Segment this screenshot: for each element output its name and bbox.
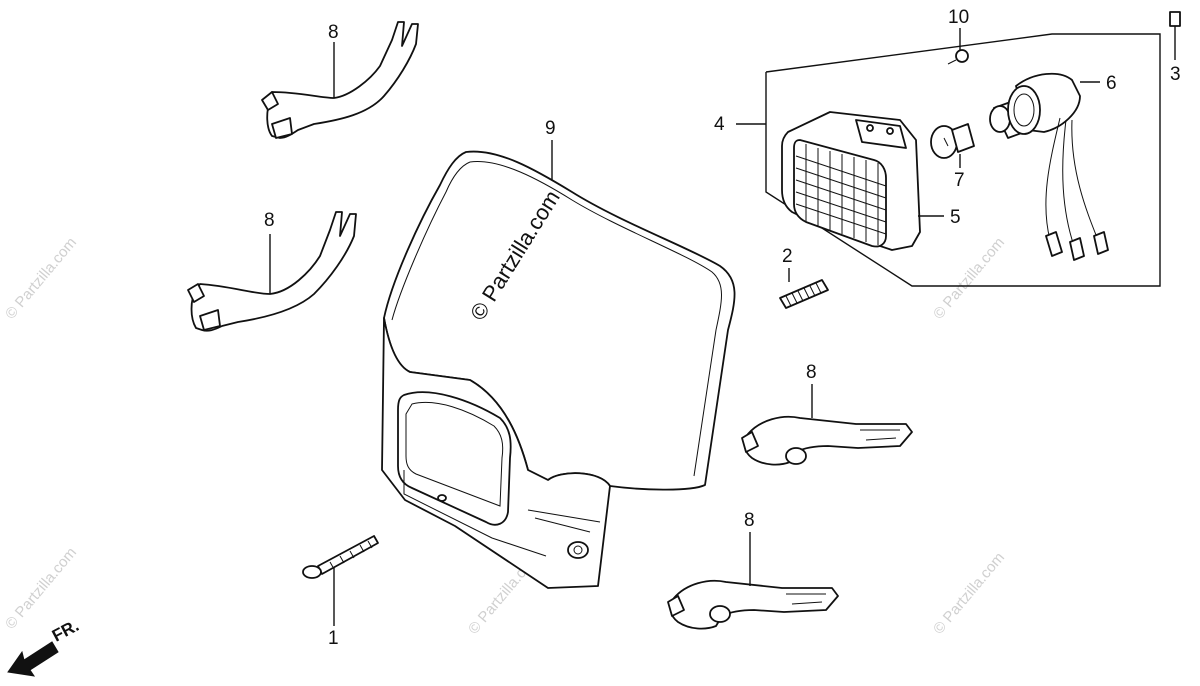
callout-8-top: 8: [328, 22, 339, 43]
strap-part-8d: [667, 579, 839, 630]
headlight-unit-part-5: [781, 111, 921, 251]
callout-8-left: 8: [264, 210, 275, 231]
faint-watermark-1: © Partzilla.com: [2, 234, 80, 322]
nut-part-3: [1169, 11, 1181, 27]
callout-8-bottom: 8: [744, 510, 755, 531]
spring-part-2: [779, 279, 829, 309]
assembly-box-outline: [765, 33, 1161, 287]
callout-3: 3: [1170, 64, 1181, 85]
lens-grid: [795, 144, 887, 245]
callout-7: 7: [954, 170, 965, 191]
bulb-part-7: [930, 123, 975, 159]
callout-5: 5: [950, 207, 961, 228]
strap-part-8b: [187, 211, 357, 332]
screw-part-10: [947, 49, 969, 65]
callout-10: 10: [948, 7, 969, 28]
callout-2: 2: [782, 246, 793, 267]
socket-part-6: [989, 72, 1109, 261]
callout-9: 9: [545, 118, 556, 139]
front-direction-label: FR.: [49, 616, 82, 646]
strap-part-8c: [741, 415, 913, 466]
callout-8-right: 8: [806, 362, 817, 383]
screw-part-1: [302, 535, 379, 579]
callout-1: 1: [328, 628, 339, 649]
strap-part-8a: [261, 21, 419, 139]
front-arrow-icon: [7, 641, 59, 677]
headlight-cover: [381, 150, 736, 589]
callout-4: 4: [714, 114, 725, 135]
faint-watermark-5: © Partzilla.com: [930, 549, 1008, 637]
faint-watermark-4: © Partzilla.com: [930, 234, 1008, 322]
callout-6: 6: [1106, 73, 1117, 94]
